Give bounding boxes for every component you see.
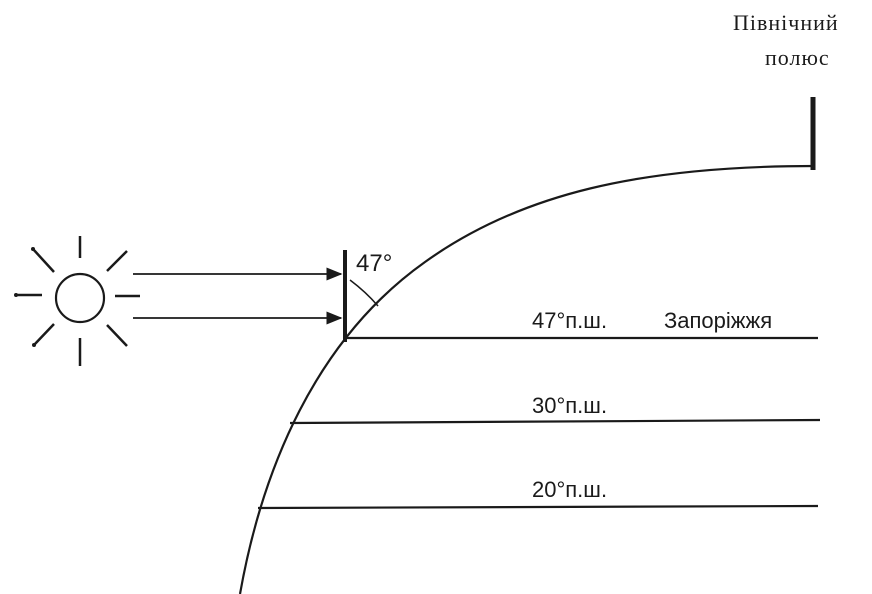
sun-icon bbox=[14, 236, 140, 366]
latitude-label-30: 30°п.ш. bbox=[532, 393, 608, 418]
city-label: Запоріжжя bbox=[664, 308, 773, 333]
angle-label: 47° bbox=[356, 250, 393, 277]
latitude-label-20: 20°п.ш. bbox=[532, 477, 608, 502]
north-pole-label-line2: полюс bbox=[765, 45, 830, 70]
latitude-label-47: 47°п.ш. bbox=[532, 308, 608, 333]
north-pole-label-line1: Північний bbox=[733, 10, 839, 35]
angle-arc bbox=[349, 279, 379, 307]
latitude-line-20 bbox=[257, 504, 819, 510]
earth-surface-arc bbox=[238, 164, 816, 594]
latitude-line-30 bbox=[289, 418, 821, 425]
